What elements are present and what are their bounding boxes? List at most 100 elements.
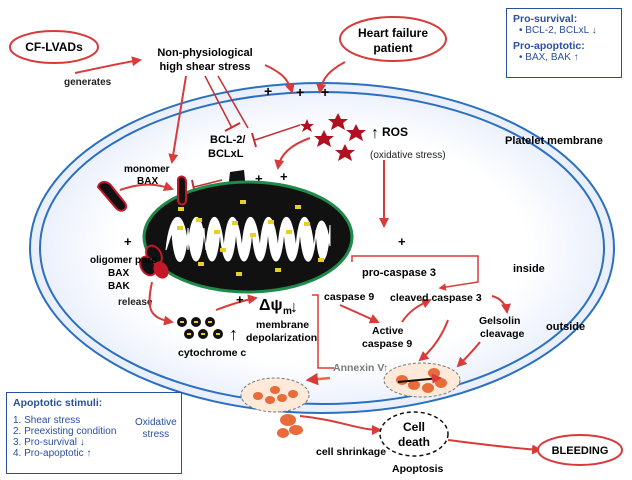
- monomer-line1: monomer: [124, 164, 170, 175]
- delta-psi-symbol: Δψ: [259, 297, 283, 314]
- shear-inhibit-bar: [224, 122, 241, 132]
- plus-top-1: +: [264, 83, 272, 99]
- apoptotic-body: [240, 377, 310, 438]
- stimuli-item-4-text: Pro-apoptotic ↑: [24, 448, 92, 459]
- ros-inhibit-bcl: [254, 124, 301, 141]
- stimuli-title: Apoptotic stimuli:: [13, 397, 103, 409]
- ros-star-4: [335, 144, 355, 161]
- ros-arrow-up: ↑: [371, 125, 379, 142]
- gelsolin-to-cleavage-arrow: [456, 341, 481, 368]
- gelsolin-line1: Gelsolin: [479, 315, 520, 327]
- shear-to-monomer-arrow: [168, 75, 187, 164]
- cyt-to-depolarization-arrow: [215, 294, 258, 311]
- annexin-label: Annexin V: [333, 362, 384, 374]
- heart-failure-oval: [339, 16, 447, 62]
- pro-survival-text: BCL-2, BCLxL ↓: [525, 25, 597, 36]
- release-label: release: [118, 297, 153, 308]
- membrane-label: Platelet membrane: [505, 135, 603, 147]
- annexin-up: ↑: [383, 363, 388, 374]
- ros-inhibit-bar: [251, 132, 257, 148]
- pro-apoptotic-title: Pro-apoptotic:: [513, 40, 585, 52]
- depolarization-bracket: [312, 294, 334, 369]
- plus-procaspase: +: [398, 234, 406, 249]
- death-to-bleeding-arrow: [447, 439, 542, 455]
- bax-monomer-bound: [177, 175, 187, 206]
- stimuli-item-2-text: Preexisting condition: [24, 426, 117, 437]
- patient-to-membrane-arrow: [316, 61, 346, 94]
- cf-lvads-oval: [9, 30, 99, 64]
- stimuli-item-1-text: Shear stress: [24, 415, 81, 426]
- cell-death-line1: Cell: [403, 420, 425, 434]
- caspase9-label: caspase 9: [324, 291, 374, 303]
- stimuli-item-3: 3. Pro-survival ↓: [13, 437, 85, 448]
- generates-label: generates: [64, 77, 112, 88]
- gelsolin-line2: cleavage: [480, 328, 525, 340]
- cytochrome-label: cytochrome c: [178, 347, 246, 359]
- stimuli-item-1: 1. Shear stress: [13, 415, 81, 426]
- oxidative-stress-label: (oxidative stress): [370, 150, 446, 161]
- stimuli-item-2: 2. Preexisting condition: [13, 426, 117, 437]
- plus-top-2: +: [296, 84, 304, 100]
- bcl-line1: BCL-2/: [210, 134, 245, 146]
- oxidative-label: Oxidative stress: [135, 417, 177, 441]
- pro-apoptotic-item: • BAX, BAK ↑: [519, 52, 579, 63]
- bleeding-oval: [537, 434, 623, 466]
- pro-survival-item: • BCL-2, BCLxL ↓: [519, 25, 597, 36]
- membrane-dep-line1: membrane: [256, 319, 309, 331]
- oligomer-line3: BAK: [108, 281, 130, 292]
- oligomer-pore: [139, 244, 169, 279]
- active-to-cleavage-arrow: [418, 319, 449, 362]
- ros-cluster: [300, 113, 366, 161]
- plus-top-3: +: [321, 84, 329, 100]
- monomer-to-mito-arrow: [119, 181, 174, 192]
- cristae: [165, 216, 331, 262]
- release-arrow: [148, 281, 174, 326]
- annexin-to-body-arrow: [305, 372, 331, 386]
- monomer-line2: BAX: [137, 176, 158, 187]
- plus-ros-1: +: [255, 171, 263, 186]
- delta-psi-down: ↓: [290, 299, 298, 316]
- shrinkage-to-death-arrow: [299, 415, 382, 435]
- active-to-cleaved-arrow: [401, 299, 432, 323]
- stimuli-box: Apoptotic stimuli: 1. Shear stress 2. Pr…: [6, 392, 182, 474]
- pro-apoptotic-text: BAX, BAK ↑: [525, 52, 579, 63]
- oligomer-line1: oligomer pore: [90, 255, 157, 266]
- ros-star-1: [328, 113, 348, 130]
- patient-line1: Heart failure: [358, 26, 428, 40]
- shear-inhibit-bcl-2: [217, 75, 249, 129]
- caspase9-to-active-arrow: [339, 304, 380, 324]
- cleaved-to-gelsolin-arrow: [491, 295, 511, 314]
- ros-star-3: [314, 130, 334, 147]
- membrane-dep-line2: depolarization: [246, 332, 317, 344]
- active-caspase-line1: Active: [372, 325, 404, 337]
- stimuli-item-4: 4. Pro-apoptotic ↑: [13, 448, 92, 459]
- cleaved-caspase-label: cleaved caspase 3: [390, 292, 482, 304]
- shear-line2: high shear stress: [159, 61, 250, 73]
- plus-ros-2: +: [280, 169, 288, 184]
- mitochondrion: [142, 180, 354, 294]
- shear-line1: Non-physiological: [157, 47, 252, 59]
- membrane-cleavage-region: [383, 362, 461, 398]
- procaspase-to-cleaved-arrow: [438, 268, 479, 291]
- cf-lvads-label: CF-LVADs: [25, 40, 83, 54]
- bleeding-label: BLEEDING: [552, 445, 609, 457]
- plus-depolar: +: [236, 292, 244, 307]
- cell-shrinkage-label: cell shrinkage: [316, 446, 386, 458]
- stimuli-item-3-text: Pro-survival ↓: [24, 437, 85, 448]
- procaspase-bracket: [351, 255, 479, 268]
- oligomer-line2: BAX: [108, 268, 129, 279]
- legend-box: Pro-survival: • BCL-2, BCLxL ↓ Pro-apopt…: [506, 8, 622, 78]
- ros-to-mito-arrow: [274, 137, 311, 170]
- inside-label: inside: [513, 263, 545, 275]
- oxidative-line1: Oxidative: [135, 417, 177, 428]
- cytochrome-up-arrow: ↑: [229, 324, 238, 344]
- patient-line2: patient: [373, 41, 412, 55]
- ros-star-2: [346, 124, 366, 141]
- ros-label: ROS: [382, 125, 408, 139]
- cytochrome-markers: [177, 200, 324, 276]
- plus-monomer: +: [124, 234, 132, 249]
- pro-survival-title: Pro-survival:: [513, 13, 578, 25]
- bcl-inhibit-bax: [193, 179, 223, 188]
- oxidative-line2: stress: [142, 429, 170, 440]
